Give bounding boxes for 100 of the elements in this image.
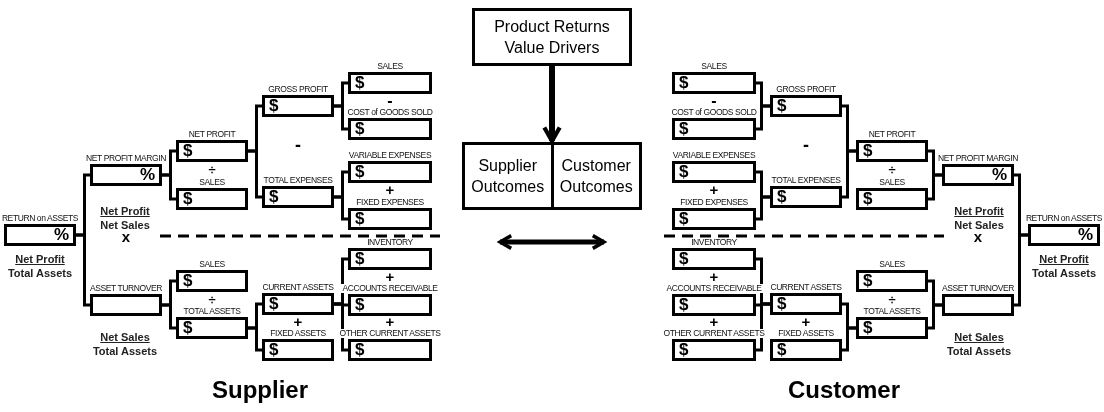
amount-field: % bbox=[942, 164, 1014, 186]
amount-field: $ bbox=[348, 72, 432, 94]
amount-field: $ bbox=[770, 186, 842, 208]
amount-field: $ bbox=[856, 270, 928, 292]
amount-field: % bbox=[90, 164, 162, 186]
amount-field: $ bbox=[770, 339, 842, 361]
amount-field: $ bbox=[348, 294, 432, 316]
connector-line bbox=[928, 173, 942, 201]
outcome-label: Supplier Outcomes bbox=[465, 145, 554, 207]
connector-line bbox=[162, 303, 176, 330]
field-label: SALES bbox=[700, 62, 728, 71]
field-label: GROSS PROFIT bbox=[267, 85, 329, 94]
field-label: NET PROFIT bbox=[187, 130, 237, 139]
connector-line bbox=[334, 104, 348, 131]
numerator-text: Net Profit bbox=[14, 252, 66, 266]
denominator-text: Total Assets bbox=[946, 344, 1012, 358]
connector-line bbox=[756, 302, 770, 352]
field-label: TOTAL ASSETS bbox=[862, 307, 922, 316]
connector-line bbox=[756, 195, 770, 221]
numerator-text: Net Sales bbox=[99, 330, 151, 344]
numerator-text: Net Sales bbox=[953, 330, 1005, 344]
field-label: GROSS PROFIT bbox=[775, 85, 837, 94]
field-label: FIXED EXPENSES bbox=[355, 198, 425, 207]
field-label: OTHER CURRENT ASSETS bbox=[338, 329, 442, 338]
field-label: SALES bbox=[878, 260, 906, 269]
minus-sign: - bbox=[295, 140, 301, 150]
field-label: SALES bbox=[198, 260, 226, 269]
minus-sign: - bbox=[803, 140, 809, 150]
amount-field: $ bbox=[672, 208, 756, 230]
amount-field: $ bbox=[348, 248, 432, 270]
division-sign: ÷ bbox=[888, 295, 896, 305]
field-label: SALES bbox=[376, 62, 404, 71]
field-label: COST of GOODS SOLD bbox=[670, 108, 758, 117]
amount-field: $ bbox=[856, 140, 928, 162]
field-label: ASSET TURNOVER bbox=[89, 284, 163, 293]
amount-field: $ bbox=[262, 293, 334, 315]
minus-sign: - bbox=[711, 96, 717, 106]
process-box: Product Returns Value Drivers bbox=[472, 8, 632, 66]
plus-sign: + bbox=[293, 317, 303, 327]
numerator-text: Net Profit bbox=[954, 204, 1004, 218]
amount-field: $ bbox=[672, 339, 756, 361]
field-label: RETURN on ASSETS bbox=[1024, 214, 1104, 223]
field-label: INVENTORY bbox=[366, 238, 414, 247]
amount-field: $ bbox=[672, 161, 756, 183]
plus-sign: + bbox=[709, 185, 719, 195]
amount-field: $ bbox=[856, 317, 928, 339]
field-label: ASSET TURNOVER bbox=[941, 284, 1015, 293]
plus-sign: + bbox=[385, 272, 395, 282]
multiplication-sign: x bbox=[973, 232, 983, 242]
field-label: VARIABLE EXPENSES bbox=[671, 151, 757, 160]
field-label: VARIABLE EXPENSES bbox=[347, 151, 433, 160]
amount-field: $ bbox=[672, 294, 756, 316]
minus-sign: - bbox=[387, 96, 393, 106]
numerator-text: Net Profit bbox=[100, 204, 150, 218]
amount-field: $ bbox=[176, 317, 248, 339]
amount-field: $ bbox=[348, 339, 432, 361]
field-label: SALES bbox=[198, 178, 226, 187]
amount-field: % bbox=[1028, 224, 1100, 246]
amount-field: $ bbox=[176, 188, 248, 210]
field-label: TOTAL ASSETS bbox=[182, 307, 242, 316]
amount-field: $ bbox=[348, 208, 432, 230]
section-title: Supplier bbox=[212, 376, 308, 404]
field-label: TOTAL EXPENSES bbox=[262, 176, 334, 185]
amount-field: $ bbox=[672, 118, 756, 140]
denominator-text: Total Assets bbox=[92, 344, 158, 358]
amount-field: $ bbox=[672, 248, 756, 270]
amount-field: $ bbox=[262, 186, 334, 208]
field-label: ACCOUNTS RECEIVABLE bbox=[341, 284, 439, 293]
field-label: FIXED EXPENSES bbox=[679, 198, 749, 207]
connector-line bbox=[334, 195, 348, 221]
connector-line bbox=[1014, 233, 1028, 307]
denominator-text: Total Assets bbox=[7, 266, 73, 280]
field-label: INVENTORY bbox=[690, 238, 738, 247]
field-label: FIXED ASSETS bbox=[777, 329, 835, 338]
connector-line bbox=[756, 104, 770, 131]
plus-sign: + bbox=[385, 185, 395, 195]
field-label: CURRENT ASSETS bbox=[769, 283, 843, 292]
field-label: FIXED ASSETS bbox=[269, 329, 327, 338]
field-label: CURRENT ASSETS bbox=[261, 283, 335, 292]
field-label: RETURN on ASSETS bbox=[0, 214, 80, 223]
amount-field: $ bbox=[262, 95, 334, 117]
amount-field: $ bbox=[262, 339, 334, 361]
denominator-text: Net Sales bbox=[100, 218, 150, 232]
amount-field: $ bbox=[672, 72, 756, 94]
connector-line bbox=[162, 173, 176, 201]
field-label: NET PROFIT bbox=[867, 130, 917, 139]
connector-line bbox=[842, 326, 856, 352]
division-sign: ÷ bbox=[208, 165, 216, 175]
field-label: ACCOUNTS RECEIVABLE bbox=[665, 284, 763, 293]
field-label: OTHER CURRENT ASSETS bbox=[662, 329, 766, 338]
arrow bbox=[542, 66, 562, 144]
plus-sign: + bbox=[801, 317, 811, 327]
connector-line bbox=[334, 302, 348, 352]
amount-field: $ bbox=[770, 95, 842, 117]
field-label: SALES bbox=[878, 178, 906, 187]
plus-sign: + bbox=[709, 317, 719, 327]
denominator-text: Net Sales bbox=[954, 218, 1004, 232]
amount-field: $ bbox=[856, 188, 928, 210]
field-label: TOTAL EXPENSES bbox=[770, 176, 842, 185]
field-label: NET PROFIT MARGIN bbox=[85, 154, 167, 163]
